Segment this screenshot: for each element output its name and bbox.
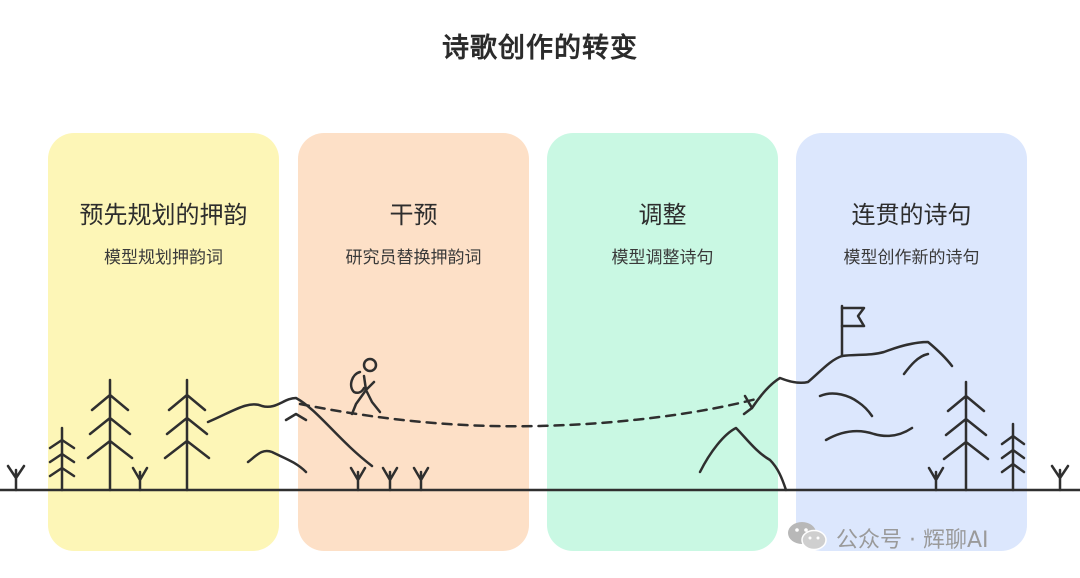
mountain-icon xyxy=(698,340,954,492)
card-title: 干预 xyxy=(389,201,438,229)
pine-tree-icon xyxy=(48,426,76,492)
pine-tree-icon xyxy=(86,378,134,492)
card-subtitle: 研究员替换押韵词 xyxy=(345,248,482,268)
card-title: 调整 xyxy=(638,201,687,229)
card-subtitle: 模型创作新的诗句 xyxy=(843,248,980,268)
card-subtitle: 模型规划押韵词 xyxy=(104,248,223,268)
pine-tree-icon xyxy=(942,380,990,492)
grass-icon xyxy=(349,466,367,492)
hiker-icon xyxy=(349,357,382,416)
card-adjustment: 调整 模型调整诗句 xyxy=(547,133,778,551)
watermark: 公众号 · 辉聊AI xyxy=(786,517,1066,557)
pine-tree-icon xyxy=(1000,422,1026,492)
watermark-text: 公众号 · 辉聊AI xyxy=(836,528,989,553)
grass-icon xyxy=(1050,464,1070,492)
grass-icon xyxy=(927,466,945,492)
grass-icon xyxy=(6,464,26,492)
card-subtitle: 模型调整诗句 xyxy=(611,248,714,268)
dashed-trail xyxy=(298,396,762,428)
card-title: 连贯的诗句 xyxy=(851,201,972,229)
card-coherent-verse: 连贯的诗句 模型创作新的诗句 xyxy=(796,133,1027,551)
diagram-title: 诗歌创作的转变 xyxy=(442,33,638,64)
grass-icon xyxy=(412,466,430,492)
card-intervention: 干预 研究员替换押韵词 xyxy=(298,133,529,551)
flag-icon xyxy=(840,304,866,358)
mountain-icon xyxy=(206,396,374,474)
grass-icon xyxy=(131,466,149,492)
grass-icon xyxy=(381,466,399,492)
pine-tree-icon xyxy=(163,378,211,492)
card-planned-rhyme: 预先规划的押韵 模型规划押韵词 xyxy=(48,133,279,551)
card-title: 预先规划的押韵 xyxy=(79,201,248,229)
wechat-icon xyxy=(788,522,827,551)
